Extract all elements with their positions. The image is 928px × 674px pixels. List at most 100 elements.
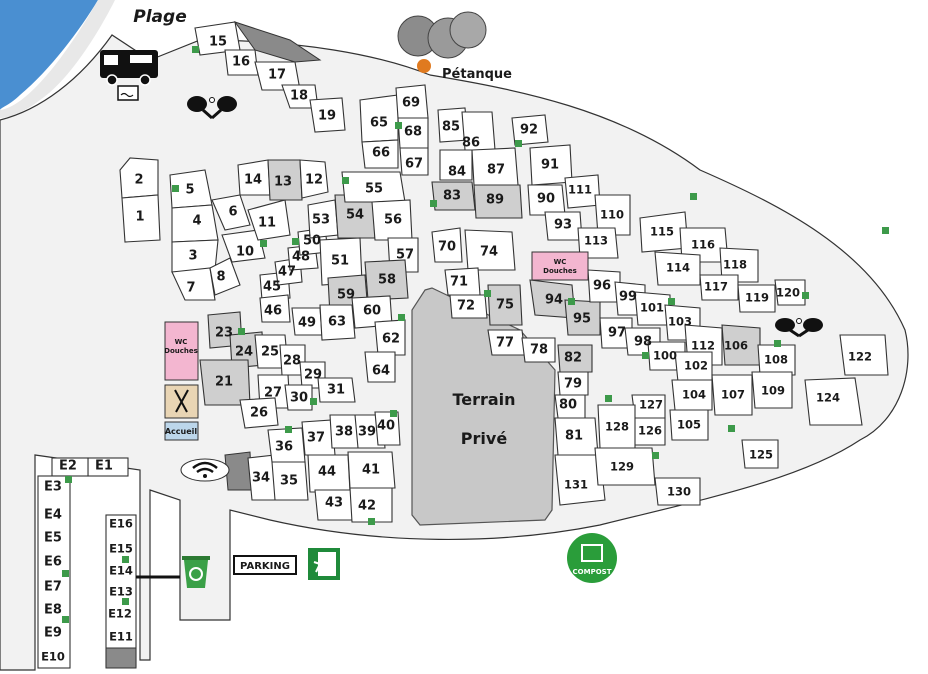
pitch-42[interactable] <box>349 487 393 523</box>
pitch-114[interactable] <box>654 251 701 286</box>
pitch-131[interactable] <box>554 454 606 506</box>
pitch-label-84: 84 <box>448 165 466 180</box>
pitch-label-124: 124 <box>816 391 840 405</box>
pitch-label-2: 2 <box>134 173 143 188</box>
pitch-label-101: 101 <box>640 301 664 315</box>
pitch-label-55: 55 <box>365 182 383 197</box>
pitch-6[interactable] <box>211 194 251 231</box>
pitch-95[interactable] <box>564 299 601 336</box>
pitch-label-85: 85 <box>442 120 460 135</box>
pitch-30[interactable] <box>284 384 313 411</box>
pitch-label-98: 98 <box>634 335 652 350</box>
pitch-26[interactable] <box>239 397 279 429</box>
pitch-75[interactable] <box>487 284 523 326</box>
pitch-12[interactable] <box>299 159 329 199</box>
compost-icon: COMPOST <box>567 533 617 583</box>
pitch-72[interactable] <box>449 294 488 319</box>
pitch-label-129: 129 <box>610 460 634 474</box>
pitch-label-111: 111 <box>568 183 592 197</box>
pitch-label-23: 23 <box>215 326 233 341</box>
pitch-70[interactable] <box>431 227 463 263</box>
pitch-130[interactable] <box>654 477 701 506</box>
pitch-109[interactable] <box>751 371 793 409</box>
pitch-13[interactable] <box>267 159 303 201</box>
pitch-2[interactable] <box>119 157 159 199</box>
pitch-label-43: 43 <box>325 496 343 511</box>
pitch-89[interactable] <box>473 184 523 219</box>
pitch-label-37: 37 <box>307 431 325 446</box>
pitch-113[interactable] <box>577 227 619 259</box>
pitch-label-64: 64 <box>372 364 390 379</box>
pitch-92[interactable] <box>511 114 549 146</box>
pitch-82[interactable] <box>557 344 593 373</box>
pitch-79[interactable] <box>557 371 589 396</box>
pitch-label-E6: E6 <box>44 555 62 570</box>
pitch-62[interactable] <box>374 319 406 356</box>
pitch-64[interactable] <box>364 351 396 383</box>
pitch-label-75: 75 <box>496 298 514 313</box>
pitch-11[interactable] <box>247 199 291 241</box>
pitch-label-27: 27 <box>264 386 282 401</box>
pitch-66[interactable] <box>361 139 399 169</box>
ping-pong-icon <box>187 96 237 120</box>
pitch-10[interactable] <box>221 229 266 263</box>
pitch-31[interactable] <box>317 377 356 403</box>
pitch-label-110: 110 <box>600 208 624 222</box>
pitch-label-70: 70 <box>438 240 456 255</box>
pitch-41[interactable] <box>347 451 396 489</box>
pitch-78[interactable] <box>521 337 556 363</box>
pitch-63[interactable] <box>319 304 356 341</box>
pitch-67[interactable] <box>399 147 429 176</box>
pitch-label-53: 53 <box>312 213 330 228</box>
pitch-7[interactable] <box>171 267 216 301</box>
pitch-125[interactable] <box>741 439 779 469</box>
pitch-105[interactable] <box>669 409 709 441</box>
pitch-label-17: 17 <box>268 68 286 83</box>
pitch-74[interactable] <box>464 229 516 271</box>
pitch-84[interactable] <box>439 149 473 181</box>
pitch-117[interactable] <box>699 274 739 301</box>
pitch-label-78: 78 <box>530 343 548 358</box>
accueil-tile[interactable] <box>164 421 199 441</box>
pitch-label-65: 65 <box>370 116 388 131</box>
pitch-label-30: 30 <box>290 391 308 406</box>
pitch-label-66: 66 <box>372 146 390 161</box>
wc-block-upper[interactable] <box>531 251 589 281</box>
pitch-label-E1: E1 <box>95 459 113 474</box>
pitch-label-128: 128 <box>605 420 629 434</box>
pitch-label-97: 97 <box>608 326 626 341</box>
pitch-8[interactable] <box>209 257 241 296</box>
pitch-122[interactable] <box>839 334 889 376</box>
pitch-label-102: 102 <box>684 359 708 373</box>
pitch-129[interactable] <box>594 447 656 486</box>
pitch-120[interactable] <box>774 279 806 306</box>
pitch-58[interactable] <box>364 259 409 301</box>
pitch-110[interactable] <box>594 194 631 236</box>
pitch-118[interactable] <box>719 247 759 283</box>
pitch-104[interactable] <box>671 379 713 411</box>
pitch-124[interactable] <box>804 377 863 426</box>
pitch-19[interactable] <box>309 97 346 133</box>
pitch-1[interactable] <box>121 194 161 243</box>
wc-block-left[interactable] <box>164 321 199 381</box>
petanque-balls-icon <box>397 11 487 73</box>
pitch-label-103: 103 <box>668 315 692 329</box>
pitch-label-6: 6 <box>228 205 237 220</box>
pitch-label-108: 108 <box>764 353 788 367</box>
pitch-108[interactable] <box>757 344 796 376</box>
pitch-label-3: 3 <box>188 249 197 264</box>
pitch-label-80: 80 <box>559 398 577 413</box>
pitch-label-E7: E7 <box>44 580 62 595</box>
pitch-label-56: 56 <box>384 213 402 228</box>
pitch-label-11: 11 <box>258 216 276 231</box>
pitch-label-115: 115 <box>650 225 674 239</box>
pitch-label-62: 62 <box>382 332 400 347</box>
pitch-label-126: 126 <box>638 424 662 438</box>
pitch-label-50: 50 <box>303 234 321 249</box>
pitch-107[interactable] <box>711 374 753 416</box>
pitch-46[interactable] <box>259 294 291 323</box>
pitch-119[interactable] <box>737 284 776 313</box>
pitch-label-29: 29 <box>304 368 322 383</box>
pitch-label-10: 10 <box>236 245 254 260</box>
pitch-label-90: 90 <box>537 192 555 207</box>
